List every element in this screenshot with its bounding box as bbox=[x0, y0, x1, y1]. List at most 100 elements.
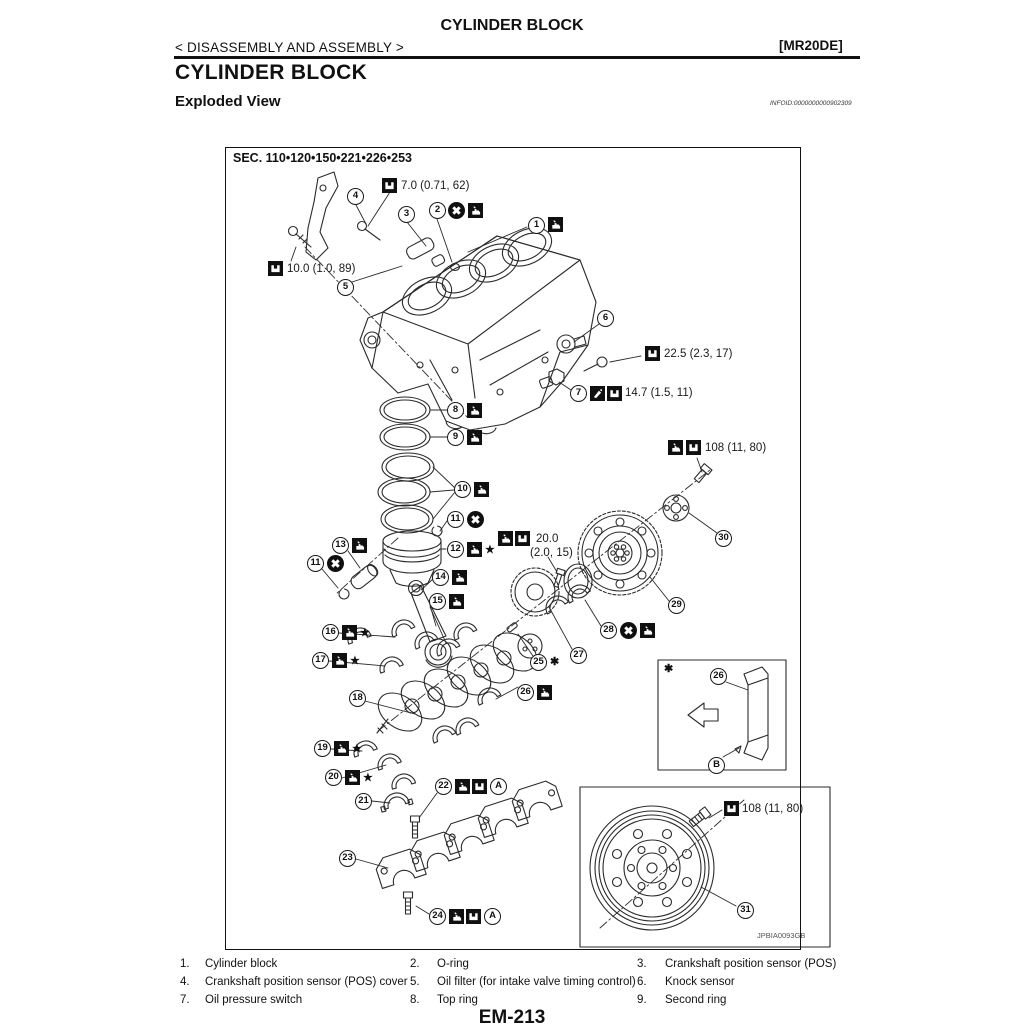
callout-3: 3 bbox=[398, 206, 415, 223]
crank-key-art bbox=[506, 622, 518, 633]
callout-12: 12 bbox=[447, 541, 464, 558]
callout-11b: 11 bbox=[307, 555, 324, 572]
legend-label: Crankshaft position sensor (POS) bbox=[665, 958, 837, 970]
header-rule bbox=[174, 56, 860, 59]
legend-num: 9. bbox=[637, 994, 647, 1006]
legend-num: 7. bbox=[180, 994, 190, 1006]
figure-frame bbox=[225, 147, 801, 950]
non-reusable-part-icon bbox=[620, 622, 637, 639]
legend-label: Oil filter (for intake valve timing cont… bbox=[437, 976, 636, 988]
oil-symbol-icon bbox=[449, 594, 464, 609]
legend-label: Knock sensor bbox=[665, 976, 735, 988]
callout-4: 4 bbox=[347, 188, 364, 205]
callout-1: 1 bbox=[528, 217, 545, 234]
torque-spec: 108 (11, 80) bbox=[705, 442, 767, 454]
torque-spec: 7.0 (0.71, 62) bbox=[401, 180, 470, 192]
oil-symbol-icon bbox=[640, 623, 655, 638]
oil-symbol-icon bbox=[537, 685, 552, 700]
callout-22: 22 bbox=[435, 778, 452, 795]
callout-23: 23 bbox=[339, 850, 356, 867]
page-title: CYLINDER BLOCK bbox=[440, 17, 584, 34]
callout-30: 30 bbox=[715, 530, 732, 547]
callout-15: 15 bbox=[429, 593, 446, 610]
legend-num: 4. bbox=[180, 976, 190, 988]
torque-spec: 22.5 (2.3, 17) bbox=[664, 348, 733, 360]
cylinder-block-art bbox=[359, 227, 597, 435]
legend-num: 6. bbox=[637, 976, 647, 988]
callout-13: 13 bbox=[332, 537, 349, 554]
drive-plate-art bbox=[577, 510, 663, 596]
bearing-shells-art bbox=[347, 584, 591, 790]
oil-symbol-icon bbox=[498, 531, 513, 546]
thrust-bearing-art bbox=[380, 792, 414, 813]
callout-29: 29 bbox=[668, 597, 685, 614]
ref-a-mark: A bbox=[490, 778, 507, 795]
callout-10: 10 bbox=[454, 481, 471, 498]
bearing-inset-art bbox=[657, 659, 787, 771]
oil-symbol-icon bbox=[668, 440, 683, 455]
legend-label: Second ring bbox=[665, 994, 727, 1006]
oil-symbol-icon bbox=[467, 403, 482, 418]
tightening-torque-icon bbox=[466, 909, 481, 924]
callout-11: 11 bbox=[447, 511, 464, 528]
callout-31: 31 bbox=[737, 902, 754, 919]
section-title: CYLINDER BLOCK bbox=[175, 61, 368, 84]
legend-label: Top ring bbox=[437, 994, 478, 1006]
oil-symbol-icon bbox=[474, 482, 489, 497]
tightening-torque-icon bbox=[382, 178, 397, 193]
callout-17: 17 bbox=[312, 652, 329, 669]
direction-arrow-icon bbox=[687, 702, 719, 728]
select-fit-star-mark: ★ bbox=[363, 772, 373, 784]
legend-num: 8. bbox=[410, 994, 420, 1006]
pos-cover-art bbox=[305, 171, 339, 261]
oil-symbol-icon bbox=[455, 779, 470, 794]
select-fit-star-mark: ★ bbox=[350, 655, 360, 667]
drive-plate-bolt-art bbox=[693, 463, 713, 484]
legend-label: Crankshaft position sensor (POS) cover bbox=[205, 976, 408, 988]
callout-2: 2 bbox=[429, 202, 446, 219]
callout-25: 25 bbox=[530, 654, 547, 671]
ref-a-mark: A bbox=[484, 908, 501, 925]
tightening-torque-icon bbox=[472, 779, 487, 794]
oil-symbol-icon bbox=[449, 909, 464, 924]
callout-14: 14 bbox=[432, 569, 449, 586]
torque-spec: 108 (11, 80) bbox=[742, 803, 804, 815]
tightening-torque-icon bbox=[686, 440, 701, 455]
sec-label: SEC. 110•120•150•221•226•253 bbox=[233, 151, 412, 165]
legend-num: 3. bbox=[637, 958, 647, 970]
torque-spec: 20.0 bbox=[536, 533, 559, 545]
torque-spec: 14.7 (1.5, 11) bbox=[625, 387, 693, 399]
callout-16: 16 bbox=[322, 624, 339, 641]
non-reusable-part-icon bbox=[467, 511, 484, 528]
callout-6: 6 bbox=[597, 310, 614, 327]
callout-26: 26 bbox=[517, 684, 534, 701]
tightening-torque-icon bbox=[515, 531, 530, 546]
callout-9: 9 bbox=[447, 429, 464, 446]
legend-num: 2. bbox=[410, 958, 420, 970]
oil-symbol-icon bbox=[342, 625, 357, 640]
callout-5: 5 bbox=[337, 279, 354, 296]
oil-pressure-switch-art bbox=[539, 368, 565, 389]
legend-label: Cylinder block bbox=[205, 958, 278, 970]
callout-18: 18 bbox=[349, 690, 366, 707]
adapter-plate-art bbox=[662, 494, 690, 522]
oil-symbol-icon bbox=[467, 430, 482, 445]
snap-ring-art bbox=[338, 588, 350, 600]
non-reusable-part-icon bbox=[448, 202, 465, 219]
subsection-title: Exploded View bbox=[175, 93, 281, 110]
callout-24: 24 bbox=[429, 908, 446, 925]
oil-symbol-icon bbox=[548, 217, 563, 232]
non-reusable-part-icon bbox=[327, 555, 344, 572]
select-fit-star-mark: ★ bbox=[485, 544, 495, 556]
oil-symbol-icon bbox=[467, 542, 482, 557]
callout-8: 8 bbox=[447, 402, 464, 419]
knock-sensor-art bbox=[556, 334, 587, 354]
oil-symbol-icon bbox=[332, 653, 347, 668]
tightening-torque-icon bbox=[724, 801, 739, 816]
oil-symbol-icon bbox=[345, 770, 360, 785]
callout-21: 21 bbox=[355, 793, 372, 810]
legend-label: Oil pressure switch bbox=[205, 994, 303, 1006]
cap-bolt-art-24 bbox=[402, 891, 414, 915]
